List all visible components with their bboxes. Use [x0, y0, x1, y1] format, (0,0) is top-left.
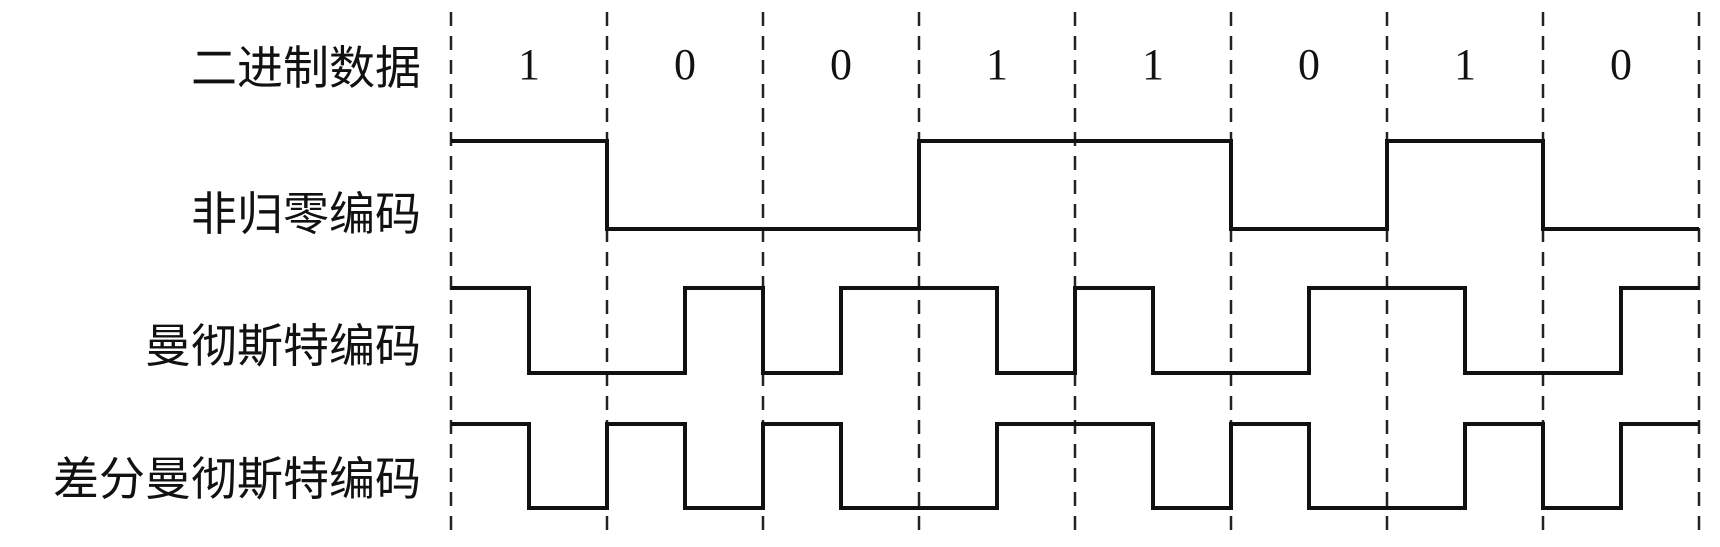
manchester-encoding-label: 曼彻斯特编码 [145, 319, 421, 373]
diff-manchester-waveform [451, 422, 1699, 510]
bit-value-5: 0 [1298, 40, 1320, 89]
bit-value-0: 1 [518, 40, 540, 89]
manchester-waveform [451, 286, 1699, 375]
bit-value-2: 0 [830, 40, 852, 89]
bit-value-6: 1 [1454, 40, 1476, 89]
diff-manchester-encoding-label: 差分曼彻斯特编码 [53, 452, 421, 506]
nrz-waveform [451, 139, 1699, 231]
binary-data-label: 二进制数据 [191, 41, 421, 95]
bit-value-7: 0 [1610, 40, 1632, 89]
bit-value-3: 1 [986, 40, 1008, 89]
bit-value-1: 0 [674, 40, 696, 89]
nrz-encoding-label: 非归零编码 [191, 187, 421, 241]
bit-value-4: 1 [1142, 40, 1164, 89]
